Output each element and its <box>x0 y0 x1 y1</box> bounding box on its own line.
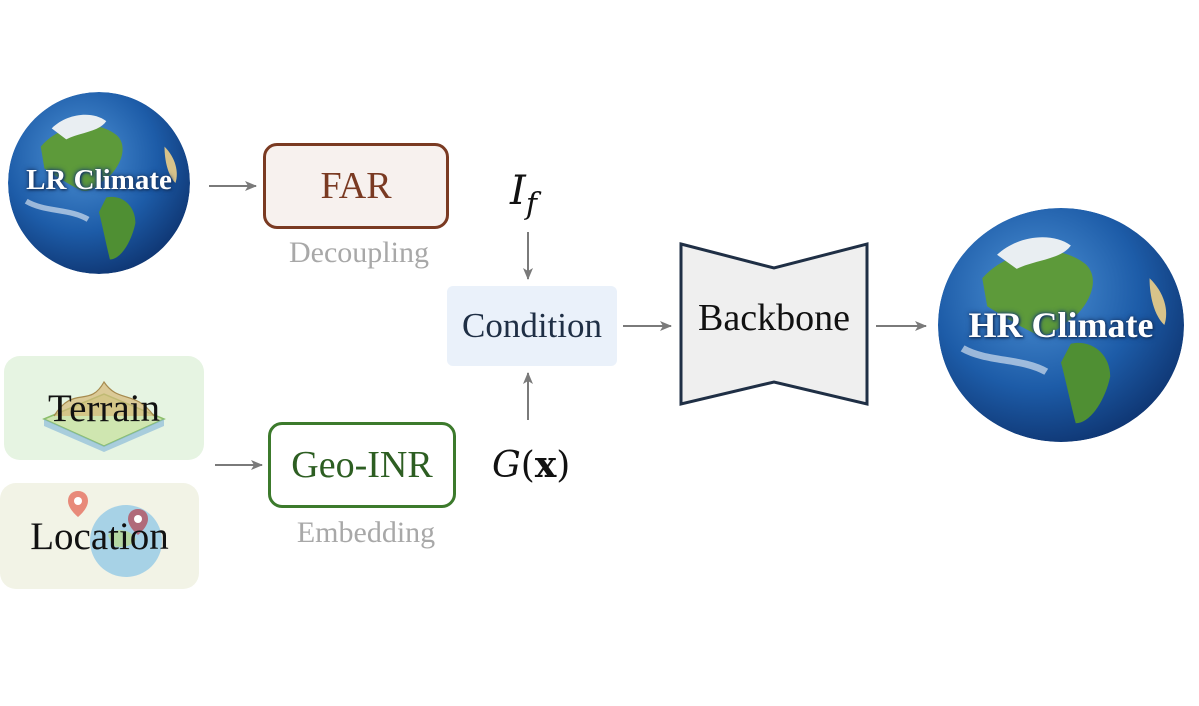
backbone-shape <box>679 242 869 406</box>
condition-label: Condition <box>461 306 603 345</box>
globe-icon <box>938 208 1184 442</box>
backbone-label: Backbone <box>698 297 850 339</box>
feature-symbol: If <box>510 168 537 222</box>
geo-symbol: G(x) <box>492 444 570 486</box>
lr-climate-label: LR Climate <box>26 164 172 196</box>
hr-climate-globe: HR Climate <box>938 208 1184 442</box>
location-label: Location <box>30 514 169 558</box>
condition-block: Condition <box>447 286 617 366</box>
geo-inr-label: Geo-INR <box>291 444 433 486</box>
geo-symbol-arg: x <box>534 444 557 486</box>
geo-symbol-close-paren: ) <box>556 445 571 486</box>
geo-inr-caption: Embedding <box>296 516 436 549</box>
lr-climate-globe: LR Climate <box>8 92 190 274</box>
far-label: FAR <box>320 165 392 207</box>
location-pin-icon <box>68 491 162 577</box>
geo-symbol-func: G <box>492 445 521 486</box>
hr-climate-label: HR Climate <box>968 305 1154 345</box>
globe-icon <box>8 92 190 274</box>
location-card: Location <box>0 483 199 589</box>
feature-symbol-sub: f <box>525 187 537 222</box>
geo-inr-module: Geo-INR <box>268 422 456 508</box>
terrain-icon <box>42 380 166 452</box>
terrain-card: Terrain <box>4 356 204 460</box>
terrain-label: Terrain <box>47 386 161 430</box>
far-caption: Decoupling <box>289 236 429 269</box>
far-module: FAR <box>263 143 449 229</box>
geo-symbol-open-paren: ( <box>520 445 535 486</box>
feature-symbol-main: I <box>510 168 526 214</box>
